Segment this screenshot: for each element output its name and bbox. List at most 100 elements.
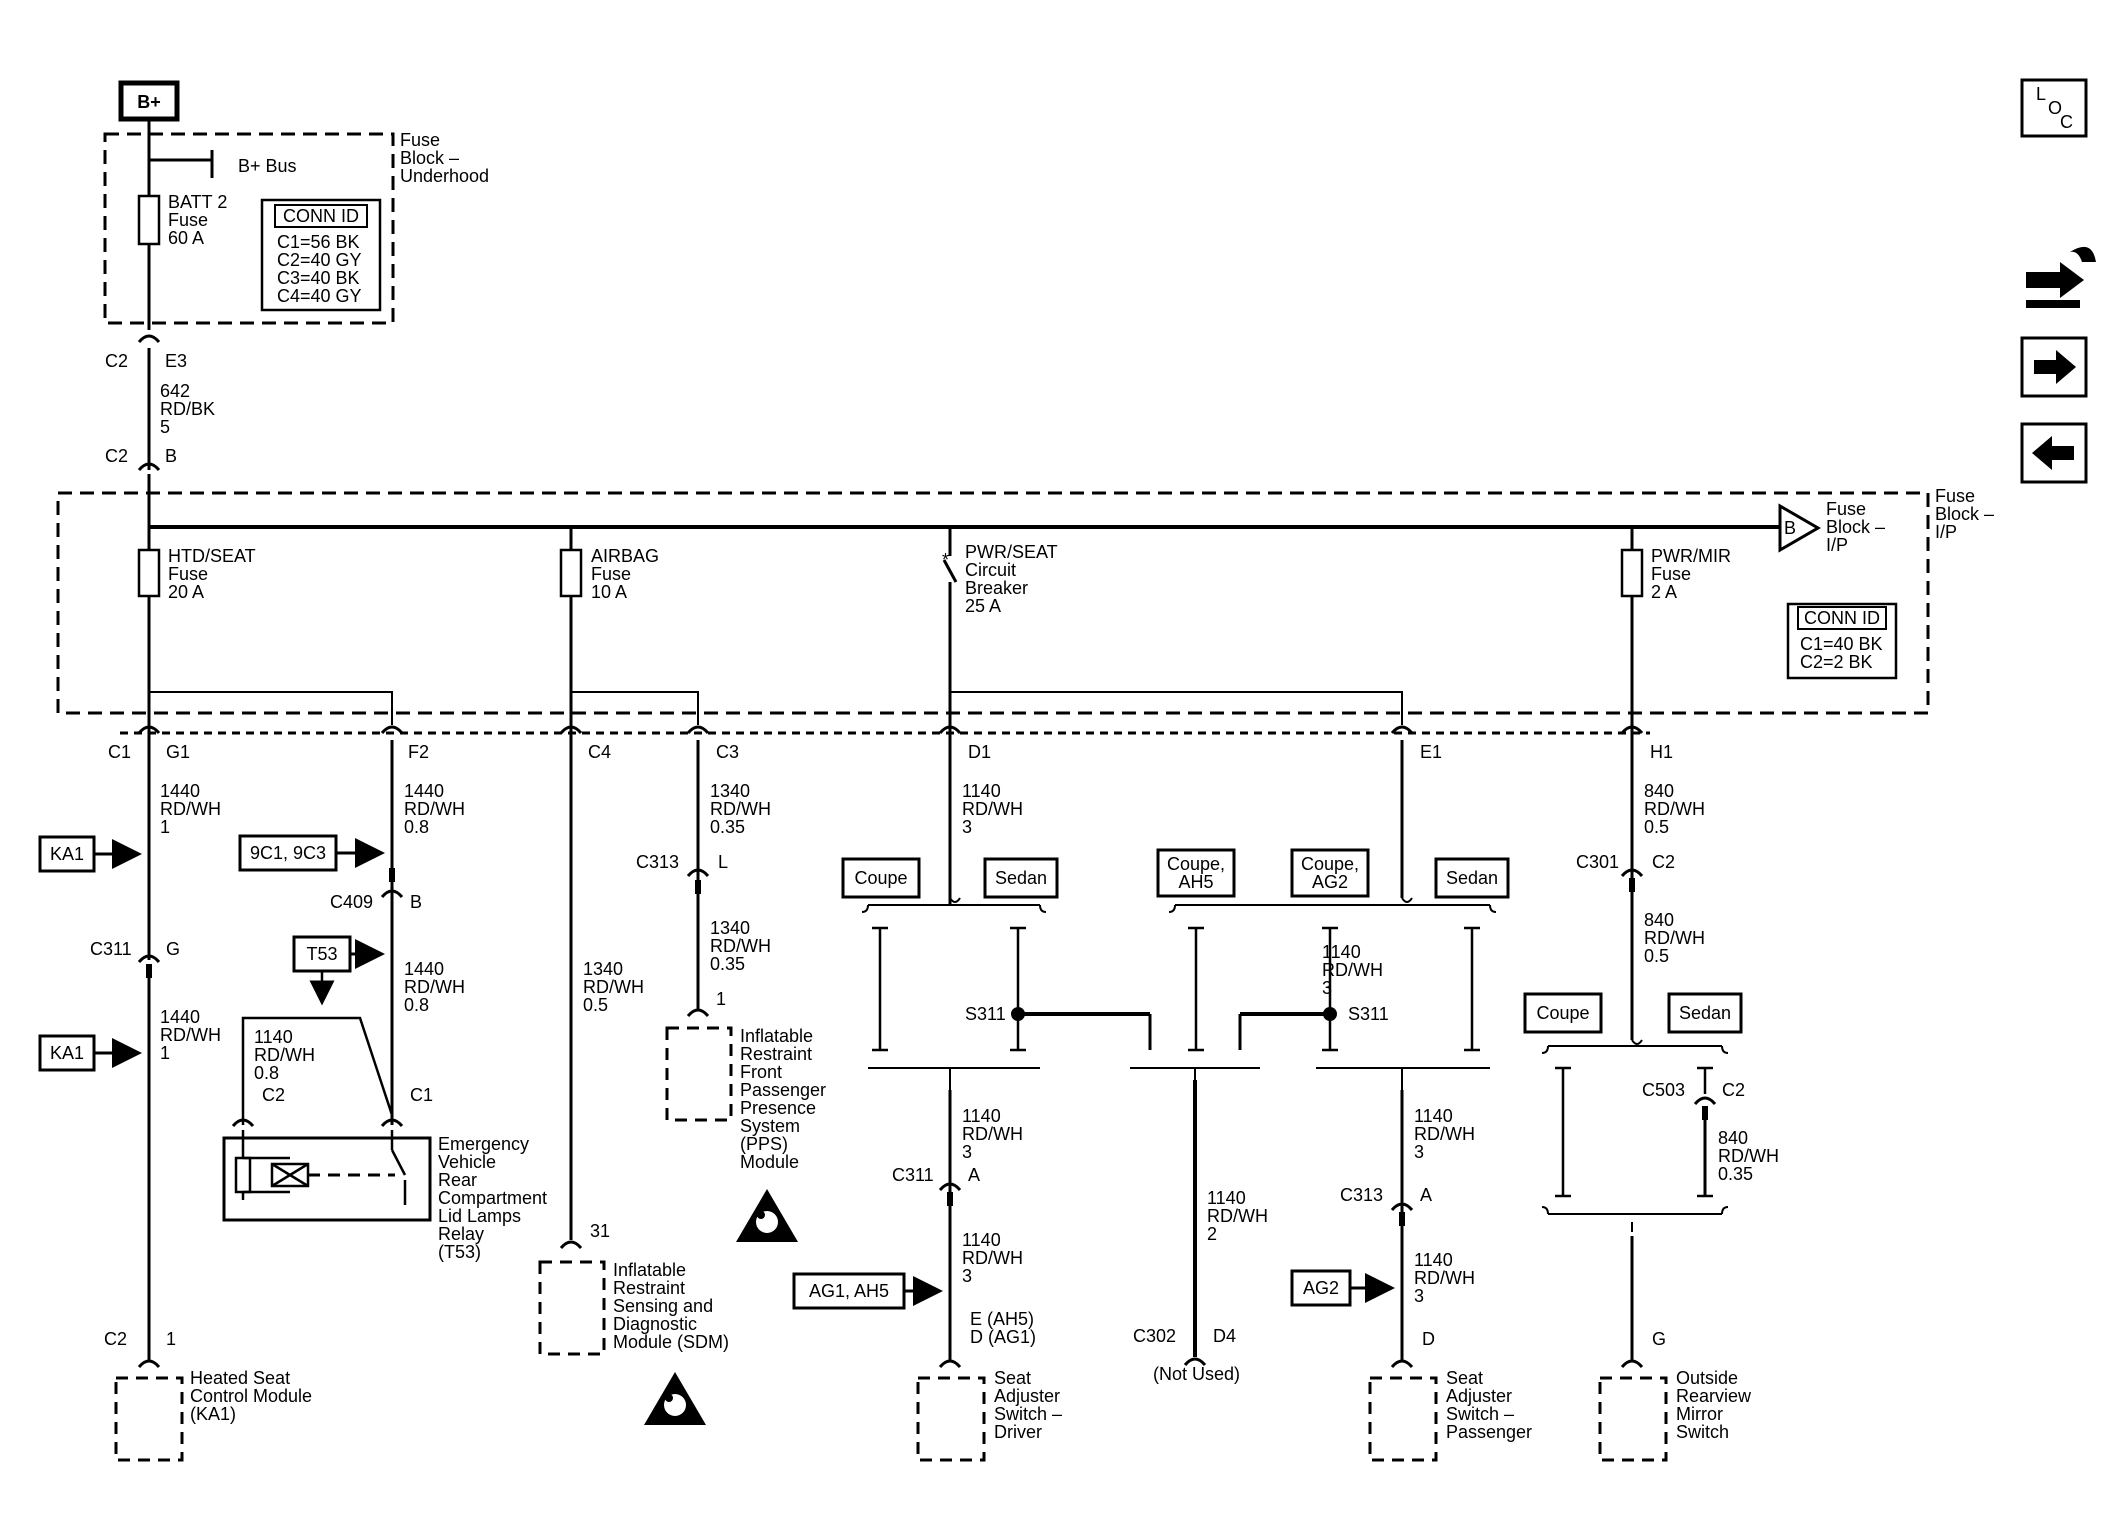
connector-c2-e3: C2 E3 (105, 334, 187, 371)
svg-text:RD/WH: RD/WH (710, 936, 771, 956)
svg-text:Fuse: Fuse (400, 130, 440, 150)
svg-text:0.35: 0.35 (710, 817, 745, 837)
svg-text:Underhood: Underhood (400, 166, 489, 186)
wire-1340-035-upper: 1340 RD/WH 0.35 (710, 781, 771, 837)
svg-text:Breaker: Breaker (965, 578, 1028, 598)
svg-text:60 A: 60 A (168, 228, 204, 248)
svg-text:0.5: 0.5 (1644, 946, 1669, 966)
bus-reference-b: B Fuse Block – I/P (1778, 499, 1885, 555)
wire-840-05-lower: 840 RD/WH 0.5 (1644, 910, 1705, 966)
svg-text:C3: C3 (716, 742, 739, 762)
svg-text:L: L (2036, 84, 2046, 104)
connector-c311-g: C311 G (90, 939, 180, 978)
fuse-airbag: AIRBAG Fuse 10 A (559, 546, 659, 602)
svg-text:L: L (718, 852, 728, 872)
svg-text:Rear: Rear (438, 1170, 477, 1190)
seat-adjuster-driver: Seat Adjuster Switch – Driver (916, 1368, 1062, 1462)
svg-text:RD/WH: RD/WH (962, 1248, 1023, 1268)
wire-1140-3-f: 1140 RD/WH 3 (1414, 1250, 1475, 1306)
svg-text:RD/WH: RD/WH (710, 799, 771, 819)
svg-text:840: 840 (1644, 910, 1674, 930)
ref-9c1-9c3: 9C1, 9C3 (238, 834, 385, 872)
svg-text:I/P: I/P (1935, 522, 1957, 542)
svg-text:RD/WH: RD/WH (1414, 1268, 1475, 1288)
svg-text:1: 1 (160, 1043, 170, 1063)
svg-text:RD/WH: RD/WH (583, 977, 644, 997)
svg-text:Sedan: Sedan (1679, 1003, 1731, 1023)
svg-text:1: 1 (716, 989, 726, 1009)
connector-mirror-g: G (1620, 1329, 1666, 1369)
svg-text:C409: C409 (330, 892, 373, 912)
svg-text:Rearview: Rearview (1676, 1386, 1752, 1406)
svg-text:1140: 1140 (1414, 1250, 1453, 1270)
svg-text:Module (SDM): Module (SDM) (613, 1332, 729, 1352)
svg-text:Fuse: Fuse (168, 210, 208, 230)
svg-text:Compartment: Compartment (438, 1188, 547, 1208)
svg-text:Fuse: Fuse (1651, 564, 1691, 584)
svg-text:Passenger: Passenger (740, 1080, 826, 1100)
svg-text:I/P: I/P (1826, 535, 1848, 555)
connector-sdm-31: 31 (559, 1221, 610, 1250)
svg-text:RD/WH: RD/WH (1207, 1206, 1268, 1226)
svg-text:Vehicle: Vehicle (438, 1152, 496, 1172)
svg-text:C2: C2 (1652, 852, 1675, 872)
loc-button[interactable]: L O C (2020, 78, 2088, 138)
svg-text:G1: G1 (166, 742, 190, 762)
svg-text:*: * (942, 550, 949, 570)
svg-text:C311: C311 (892, 1165, 934, 1185)
svg-text:Module: Module (740, 1152, 799, 1172)
connector-c302-d4: C302 D4 (Not Used) (1133, 1326, 1240, 1384)
splice-s311-left (1011, 1007, 1025, 1021)
svg-text:C: C (2060, 112, 2073, 132)
svg-text:RD/WH: RD/WH (1644, 799, 1705, 819)
svg-text:RD/WH: RD/WH (1644, 928, 1705, 948)
svg-text:1: 1 (160, 817, 170, 837)
svg-text:Control Module: Control Module (190, 1386, 312, 1406)
svg-text:C2=2 BK: C2=2 BK (1800, 652, 1873, 672)
svg-text:KA1: KA1 (50, 844, 84, 864)
svg-text:BATT 2: BATT 2 (168, 192, 227, 212)
svg-text:C4: C4 (588, 742, 611, 762)
arrow-left-icon[interactable] (2020, 422, 2088, 484)
svg-text:2: 2 (1207, 1224, 1217, 1244)
svg-text:F2: F2 (408, 742, 429, 762)
svg-text:1340: 1340 (710, 918, 750, 938)
svg-text:Sedan: Sedan (995, 868, 1047, 888)
svg-text:Adjuster: Adjuster (994, 1386, 1060, 1406)
ref-ka1-upper: KA1 (38, 835, 142, 873)
wire-1340-05: 1340 RD/WH 0.5 (583, 959, 644, 1015)
wire-840-035: 840 RD/WH 0.35 (1718, 1128, 1779, 1184)
conn-id-underhood: CONN ID C1=56 BK C2=40 GY C3=40 BK C4=40… (260, 198, 382, 312)
relay-t53 (222, 1130, 432, 1222)
ref-ka1-lower: KA1 (38, 1034, 142, 1072)
svg-text:Restraint: Restraint (740, 1044, 812, 1064)
svg-text:Diagnostic: Diagnostic (613, 1314, 697, 1334)
svg-text:Block –: Block – (1935, 504, 1994, 524)
svg-text:H1: H1 (1650, 742, 1673, 762)
relay-label: Emergency Vehicle Rear Compartment Lid L… (438, 1134, 547, 1262)
svg-text:E1: E1 (1420, 742, 1442, 762)
svg-text:1440: 1440 (404, 959, 444, 979)
svg-text:C1=56 BK: C1=56 BK (277, 232, 360, 252)
pps-module: Inflatable Restraint Front Passenger Pre… (665, 1026, 826, 1172)
svg-text:G: G (166, 939, 180, 959)
svg-text:CONN ID: CONN ID (283, 206, 359, 226)
svg-text:1440: 1440 (160, 1007, 200, 1027)
svg-text:1140: 1140 (962, 781, 1001, 801)
svg-text:1140: 1140 (962, 1230, 1001, 1250)
arrow-right-icon[interactable] (2020, 336, 2088, 398)
svg-text:1140: 1140 (962, 1106, 1001, 1126)
svg-text:642: 642 (160, 381, 190, 401)
svg-text:Adjuster: Adjuster (1446, 1386, 1512, 1406)
svg-text:Lid Lamps: Lid Lamps (438, 1206, 521, 1226)
svg-text:G: G (1652, 1329, 1666, 1349)
wrench-icon[interactable] (2026, 246, 2096, 308)
svg-text:1340: 1340 (583, 959, 623, 979)
wire-1440-1-upper: 1440 RD/WH 1 (160, 781, 221, 837)
connector-c2-b: C2 B (105, 446, 177, 472)
wire-1440-08-upper: 1440 RD/WH 0.8 (404, 781, 465, 837)
svg-text:0.35: 0.35 (1718, 1164, 1753, 1184)
wire-1140-3-b: 1140 RD/WH 3 (962, 1106, 1023, 1162)
svg-text:B: B (165, 446, 177, 466)
splice-s311-label-left: S311 (965, 1004, 1006, 1024)
